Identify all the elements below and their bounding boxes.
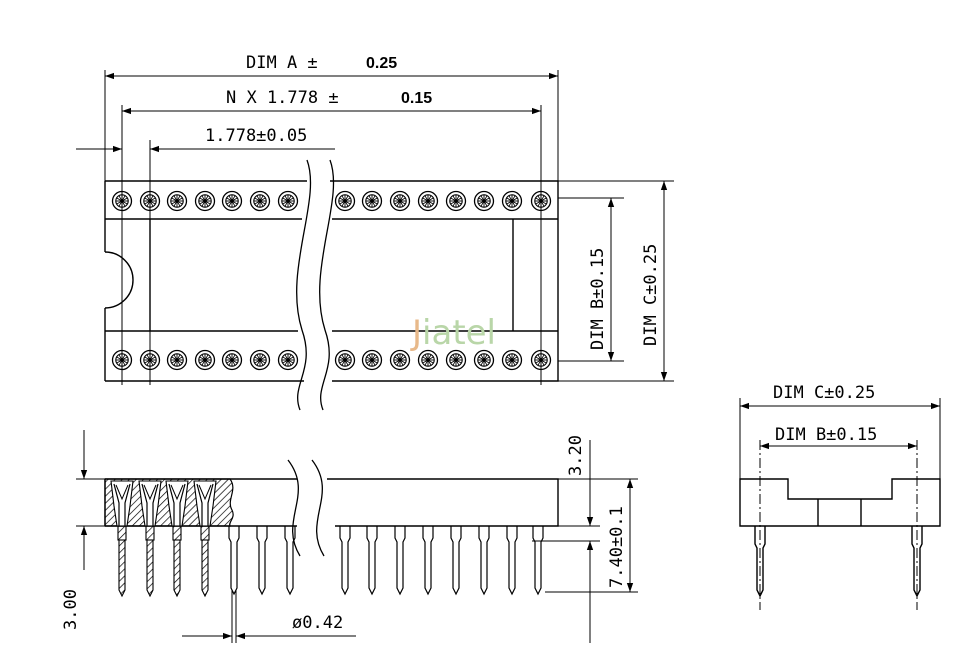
sectioned-contact [165, 480, 189, 598]
sectioned-contact [138, 480, 162, 598]
end-dim-b-label: DIM B±0.15 [775, 425, 877, 445]
pin-length-label: 3.00 [61, 589, 81, 630]
pin [478, 526, 490, 596]
pin [339, 526, 351, 596]
pin [450, 526, 462, 596]
top-view [104, 159, 559, 411]
dim-c-label: DIM C±0.25 [641, 244, 661, 346]
side-pins [228, 526, 544, 596]
contact-hole [361, 349, 383, 371]
contact-hole [389, 190, 411, 212]
pin [366, 526, 378, 596]
contact-hole [389, 349, 411, 371]
top-dimension-lines [76, 72, 668, 381]
dim-a-value: 0.25 [366, 55, 397, 72]
height-top-label: 3.20 [566, 435, 586, 476]
end-view-centerlines [759, 440, 918, 610]
body-right-outline [330, 180, 559, 382]
end-view-extension-lines [739, 398, 941, 479]
pin [506, 526, 518, 596]
break-line-2 [319, 159, 335, 411]
contact-hole [277, 349, 299, 371]
pitch-label: 1.778±0.05 [205, 126, 307, 146]
sectioned-contact [193, 480, 217, 598]
contact-hole [417, 349, 439, 371]
contact-hole [501, 190, 523, 212]
contact-hole [221, 349, 243, 371]
end-dim-c-label: DIM C±0.25 [773, 383, 875, 403]
bottom-row-contacts [111, 349, 552, 371]
height-pin-label: 7.40±0.1 [607, 506, 627, 588]
contact-hole [417, 190, 439, 212]
pin [228, 526, 240, 596]
dim-b-label: DIM B±0.15 [588, 248, 608, 350]
dim-a-label: DIM A ± [246, 53, 318, 73]
end-view-dimension-lines [740, 402, 940, 450]
pin [422, 526, 434, 596]
contact-hole [166, 190, 188, 212]
sectioned-contact [110, 480, 134, 598]
end-view [739, 478, 941, 598]
end-body [739, 478, 941, 527]
body-notch [104, 251, 134, 309]
side-break-1 [287, 459, 301, 557]
contact-hole [473, 349, 495, 371]
side-dimension-lines [80, 430, 634, 643]
contact-hole [166, 349, 188, 371]
contact-hole [277, 190, 299, 212]
contact-hole [194, 190, 216, 212]
end-pin-left [754, 526, 766, 598]
contact-hole [221, 190, 243, 212]
pin-diameter-label: ø0.42 [292, 613, 343, 633]
watermark-j: J [410, 313, 422, 353]
watermark: Jiatel [410, 313, 496, 353]
contact-hole [473, 190, 495, 212]
contact-hole [445, 349, 467, 371]
contact-hole [194, 349, 216, 371]
watermark-rest: iatel [422, 313, 496, 353]
contact-hole [445, 190, 467, 212]
contact-hole [249, 349, 271, 371]
pin [284, 526, 296, 596]
pin [394, 526, 406, 596]
contact-hole [501, 349, 523, 371]
break-line-1 [296, 159, 312, 411]
body-left-outline [104, 180, 307, 382]
contact-hole [334, 349, 356, 371]
dim-n-value: 0.15 [401, 90, 432, 107]
sectioned-contacts [110, 480, 217, 598]
contact-hole [361, 190, 383, 212]
side-body-right [327, 478, 559, 527]
end-pin-right [911, 526, 923, 598]
top-extension-lines [104, 70, 674, 385]
pin [256, 526, 268, 596]
contact-hole [334, 190, 356, 212]
pin [532, 526, 544, 596]
contact-hole [249, 190, 271, 212]
side-break-2 [311, 459, 325, 557]
dim-n-label: N X 1.778 ± [226, 88, 339, 108]
